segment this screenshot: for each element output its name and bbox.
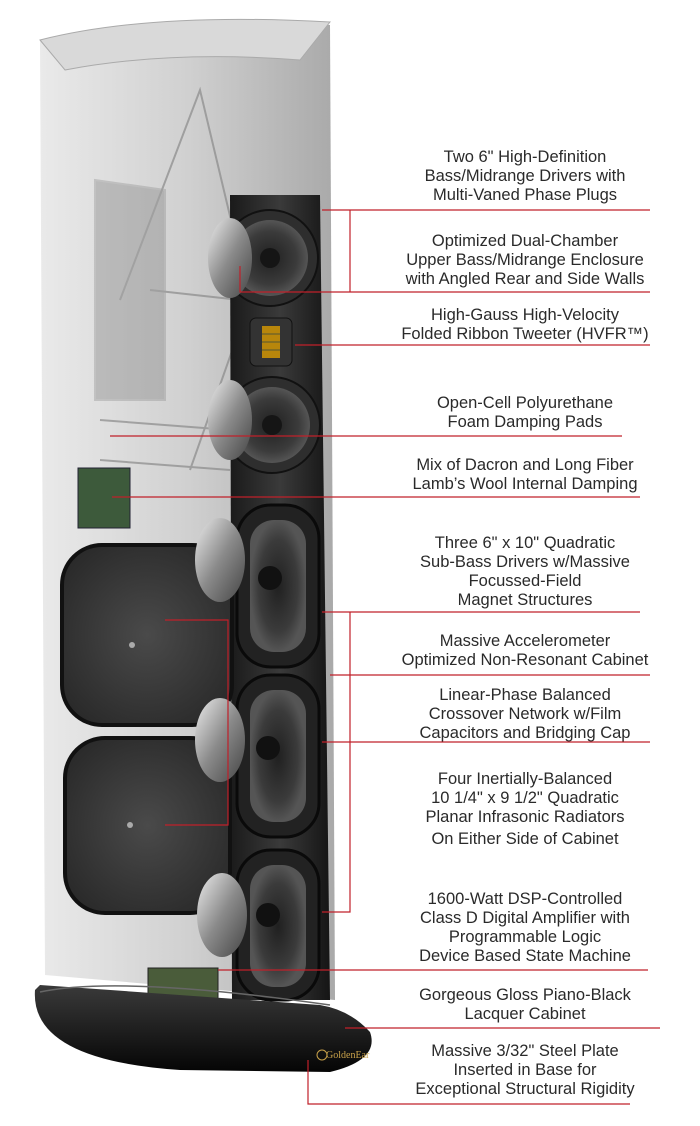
callout-crossover: Linear-Phase Balanced Crossover Network … xyxy=(360,686,690,743)
internal-structure xyxy=(94,86,252,471)
callout-line: Upper Bass/Midrange Enclosure xyxy=(406,251,644,269)
callout-line: Crossover Network w/Film xyxy=(428,705,622,723)
sub-bass-driver-2 xyxy=(195,673,321,839)
callout-line: Magnet Structures xyxy=(457,591,593,609)
callout-line: Open-Cell Polyurethane xyxy=(436,394,614,412)
callout-line: Focussed-Field xyxy=(468,572,582,590)
callout-line: On Either Side of Cabinet xyxy=(431,830,619,848)
crossover-board xyxy=(77,467,131,529)
callout-line: 10 1/4" x 9 1/2" Quadratic xyxy=(431,789,619,807)
callout-line: Foam Damping Pads xyxy=(447,413,603,431)
leader-line xyxy=(322,612,351,913)
leader-lines xyxy=(110,209,660,1105)
leader-line xyxy=(239,266,322,293)
callout-line: Inserted in Base for xyxy=(453,1061,597,1079)
callout-line: Massive Accelerometer xyxy=(439,632,611,650)
callout-line: Folded Ribbon Tweeter (HVFR™) xyxy=(401,325,649,343)
leader-line xyxy=(307,1060,630,1105)
callout-amplifier: 1600-Watt DSP-Controlled Class D Digital… xyxy=(360,890,690,966)
leader-line xyxy=(165,619,229,742)
callout-sub-bass-drivers: Three 6" x 10" Quadratic Sub-Bass Driver… xyxy=(360,534,690,610)
callout-line: Lacquer Cabinet xyxy=(464,1005,586,1023)
callout-line: Lamb’s Wool Internal Damping xyxy=(412,475,638,493)
sub-bass-driver-3 xyxy=(197,848,321,1002)
leader-line xyxy=(165,742,229,826)
callout-midrange-drivers: Two 6" High-Definition Bass/Midrange Dri… xyxy=(360,148,690,205)
callout-line: Massive 3/32" Steel Plate xyxy=(431,1042,619,1060)
callout-line: Multi-Vaned Phase Plugs xyxy=(432,186,618,204)
callout-line: Optimized Dual-Chamber xyxy=(431,232,619,250)
callout-line: Optimized Non-Resonant Cabinet xyxy=(401,651,649,669)
callout-line: Linear-Phase Balanced xyxy=(439,686,611,704)
lower-midrange-driver xyxy=(208,376,321,474)
callout-line: Programmable Logic xyxy=(448,928,602,946)
cabinet-top xyxy=(39,18,331,71)
callout-line: High-Gauss High-Velocity xyxy=(431,306,619,324)
callout-steel-plate: Massive 3/32" Steel Plate Inserted in Ba… xyxy=(360,1042,690,1099)
brand-logo: GoldenEar xyxy=(326,1050,370,1061)
passive-radiator-lower xyxy=(63,736,232,915)
callout-line: Four Inertially-Balanced xyxy=(437,770,613,788)
sub-bass-driver-1 xyxy=(195,503,321,669)
passive-radiator-upper xyxy=(60,543,234,727)
callout-lacquer: Gorgeous Gloss Piano-Black Lacquer Cabin… xyxy=(360,986,690,1024)
callout-midrange-enclosure: Optimized Dual-Chamber Upper Bass/Midran… xyxy=(360,232,690,289)
callout-line: Sub-Bass Drivers w/Massive xyxy=(420,553,630,571)
callout-line: Two 6" High-Definition xyxy=(443,148,607,166)
callout-cabinet: Massive Accelerometer Optimized Non-Reso… xyxy=(360,632,690,670)
callout-line: Three 6" x 10" Quadratic xyxy=(434,534,616,552)
callout-line: Class D Digital Amplifier with xyxy=(420,909,630,927)
upper-midrange-driver xyxy=(208,209,319,307)
callout-line: with Angled Rear and Side Walls xyxy=(405,270,645,288)
callout-line: Bass/Midrange Drivers with xyxy=(424,167,626,185)
callout-internal-damping: Mix of Dacron and Long Fiber Lamb’s Wool… xyxy=(360,456,690,494)
callout-ribbon-tweeter: High-Gauss High-Velocity Folded Ribbon T… xyxy=(360,306,690,344)
callout-line: 1600-Watt DSP-Controlled xyxy=(427,890,623,908)
callout-infrasonic-radiators: Four Inertially-Balanced 10 1/4" x 9 1/2… xyxy=(360,770,690,849)
callout-line: Exceptional Structural Rigidity xyxy=(415,1080,635,1098)
base-plinth xyxy=(34,985,372,1072)
ribbon-tweeter xyxy=(249,317,293,367)
callout-line: Planar Infrasonic Radiators xyxy=(425,808,625,826)
callout-line: Capacitors and Bridging Cap xyxy=(419,724,631,742)
callout-foam-pads: Open-Cell Polyurethane Foam Damping Pads xyxy=(360,394,690,432)
callout-line: Device Based State Machine xyxy=(419,947,631,965)
callout-line: Mix of Dacron and Long Fiber xyxy=(416,456,634,474)
callout-line: Gorgeous Gloss Piano-Black xyxy=(419,986,631,1004)
